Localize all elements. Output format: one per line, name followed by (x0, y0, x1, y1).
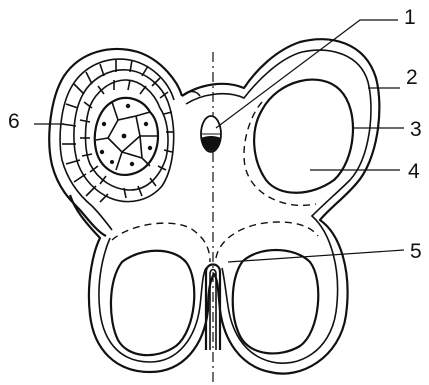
label-1: 1 (404, 6, 416, 29)
vascular-bundle (201, 116, 221, 152)
label-2: 2 (406, 66, 418, 89)
pollen-sac-upper-left-cellular (49, 49, 200, 236)
label-5: 5 (410, 240, 422, 263)
label-6: 6 (8, 110, 20, 133)
anther-outer-outline (70, 39, 379, 373)
label-3: 3 (410, 118, 422, 141)
pollen-sac-lower-right (216, 222, 318, 353)
label-4: 4 (408, 160, 420, 183)
pollen-sac-upper-right (244, 80, 353, 206)
pollen-sac-lower-left (111, 223, 210, 355)
